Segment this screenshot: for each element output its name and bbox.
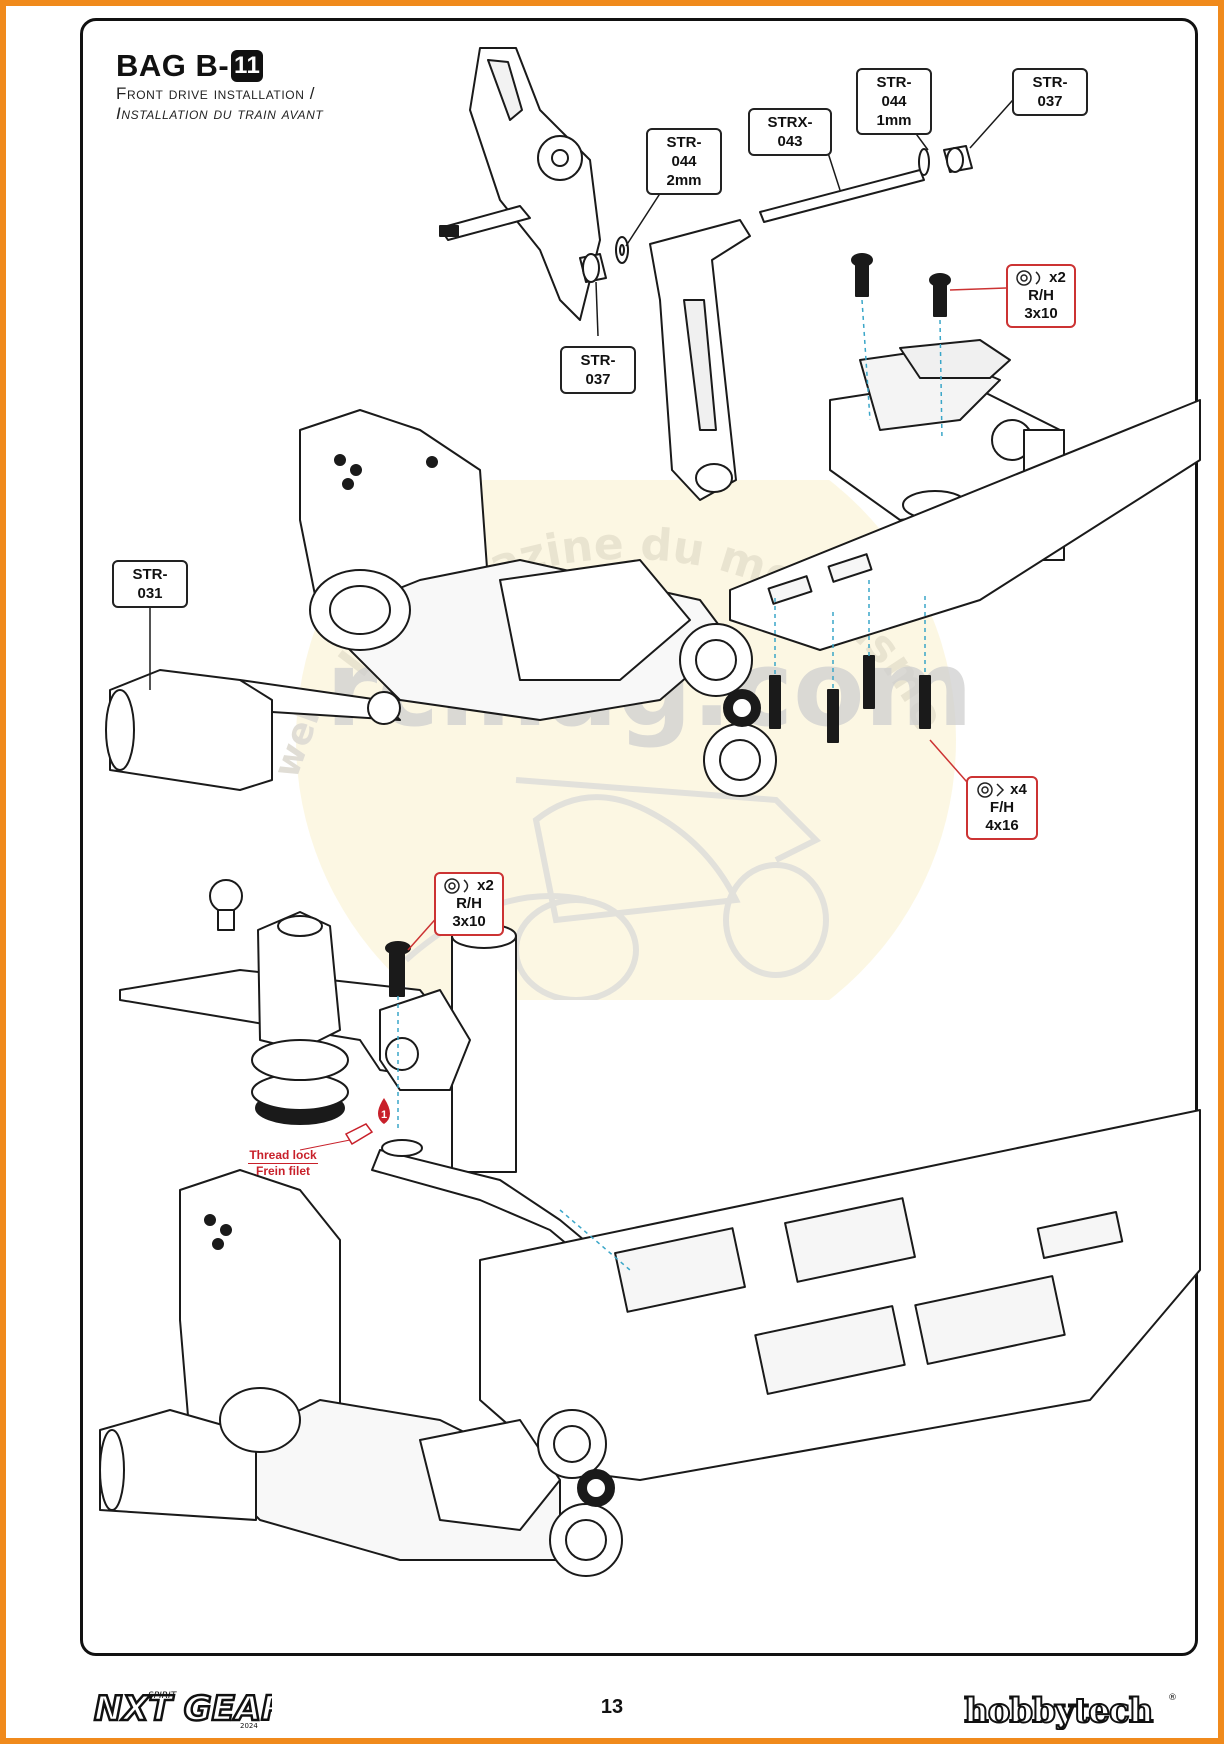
label-code: STR-044 — [666, 134, 702, 170]
label-str037-mid: STR-037 — [560, 346, 636, 394]
logo-registered-mark: ® — [1168, 1693, 1177, 1703]
content-panel — [80, 18, 1198, 1656]
str037-bushing-top — [943, 145, 973, 173]
section-header: BAG B- 11 Front drive installation / Ins… — [116, 48, 323, 124]
label-strx043: STRX-043 — [748, 108, 832, 156]
label-code: STR-037 — [1032, 74, 1068, 110]
label-str044-mid: STR-044 2mm — [646, 128, 722, 195]
label-code: STRX-043 — [767, 114, 813, 150]
str037-bushing-mid — [579, 253, 607, 283]
str044-shim-mid — [615, 236, 629, 264]
thread-lock-fr: Frein filet — [255, 1164, 310, 1178]
nxt-gear-logo: NXT GEAR SPIRIT 2024 — [93, 1688, 272, 1730]
rh-screw-top-left — [851, 253, 873, 297]
thread-lock-note: Thread lock Frein filet — [248, 1148, 318, 1179]
logo-sub-text: SPIRIT — [148, 1691, 178, 1701]
logo-brand-text: hobbytech — [964, 1691, 1153, 1730]
label-str044-top: STR-044 1mm — [856, 68, 932, 135]
str031-bumper — [105, 669, 273, 791]
page-number: 13 — [600, 1696, 624, 1718]
thread-lock-en: Thread lock — [248, 1148, 318, 1164]
washer-screw-icon — [977, 782, 1005, 798]
rh-screw-top-right — [929, 273, 951, 317]
subtitle-english: Front drive installation / — [116, 84, 316, 103]
strx043-hinge-pin — [759, 169, 925, 223]
hardware-spec: R/H 3x10 — [452, 895, 486, 930]
label-size: 1mm — [876, 112, 912, 129]
hardware-spec: R/H 3x10 — [1024, 287, 1058, 322]
washer-screw-icon — [1016, 270, 1041, 286]
step-marker-1: 1 — [378, 1098, 390, 1124]
front-bulkhead-exploded — [439, 47, 601, 321]
label-str031: STR-031 — [112, 560, 188, 608]
washer-screw-icon — [444, 878, 469, 894]
thread-lock-hand-icon — [299, 1123, 374, 1151]
steering-rack-closeup — [119, 879, 621, 1281]
logo-year: 2024 — [240, 1722, 258, 1730]
hobbytech-logo: hobbytech ® — [963, 1690, 1177, 1730]
bag-number-badge: 11 — [231, 50, 264, 82]
hardware-qty: x2 — [1049, 269, 1066, 286]
front-lower-arm-exploded — [649, 219, 751, 501]
rh-screw-mid — [385, 941, 411, 997]
chassis-plate-top — [729, 399, 1201, 651]
logo-main-text: NXT GEAR — [94, 1689, 272, 1729]
hardware-rh-3x10-mid: x2 R/H 3x10 — [434, 872, 504, 936]
bag-title: BAG B- 11 — [116, 48, 323, 84]
label-code: STR-044 — [876, 74, 912, 110]
step-number: 1 — [381, 1109, 387, 1121]
front-assembly-mid — [239, 409, 777, 797]
hardware-spec: F/H 4x16 — [985, 799, 1019, 834]
str044-shim-top — [918, 148, 930, 176]
hardware-qty: x2 — [477, 877, 494, 894]
label-size: 2mm — [666, 172, 702, 189]
hardware-qty: x4 — [1010, 781, 1027, 798]
bag-prefix: BAG B- — [116, 48, 230, 83]
hardware-fh-4x16: x4 F/H 4x16 — [966, 776, 1038, 840]
subtitle-french: Installation du train avant — [116, 104, 324, 123]
label-code: STR-031 — [132, 566, 168, 602]
label-str037-top: STR-037 — [1012, 68, 1088, 116]
full-chassis-bottom — [99, 1109, 1201, 1577]
label-code: STR-037 — [580, 352, 616, 388]
hardware-rh-3x10-top: x2 R/H 3x10 — [1006, 264, 1076, 328]
